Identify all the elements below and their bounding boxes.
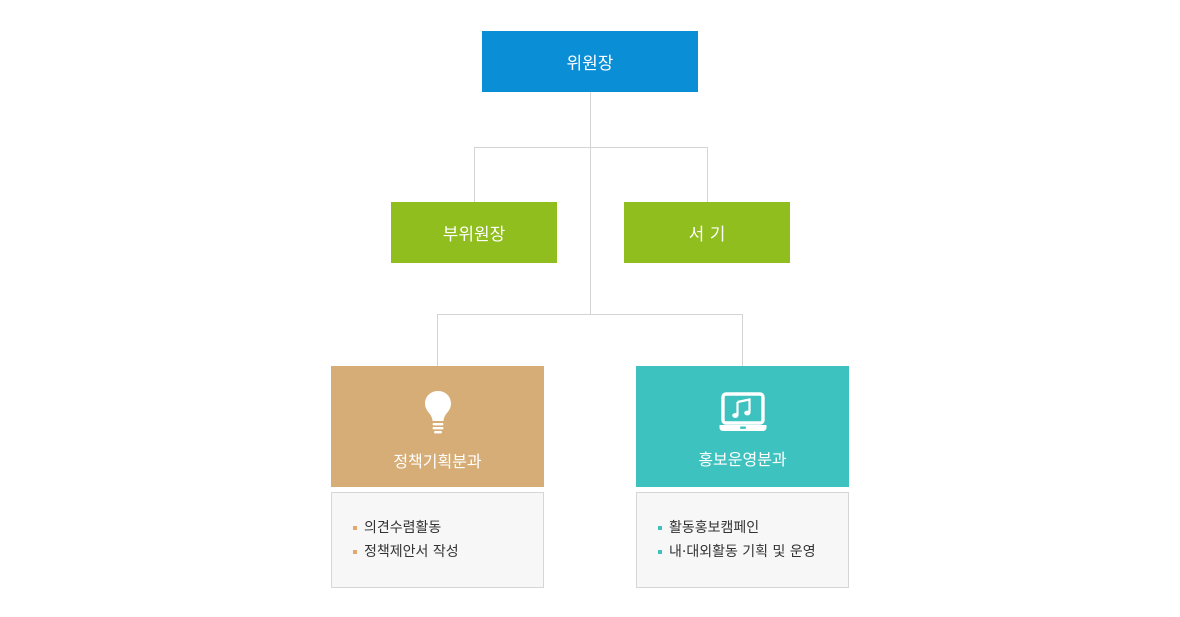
policy-division-node: 정책기획분과 [331,366,544,487]
connector-chair-trunk [590,92,591,314]
task-text: 내·대외활동 기획 및 운영 [669,544,816,560]
bullet-icon [658,526,662,530]
vice-chair-node: 부위원장 [391,202,557,263]
secretary-node: 서 기 [624,202,790,263]
vice-chair-label: 부위원장 [442,225,506,245]
policy-division-label: 정책기획분과 [393,452,482,471]
chair-label: 위원장 [566,54,614,74]
secretary-label: 서 기 [688,225,726,245]
task-text: 활동홍보캠페인 [669,520,760,536]
connector-mid-horizontal [474,147,708,148]
connector-bottom-horizontal [437,314,743,315]
connector-vice-drop [474,147,475,202]
task-text: 정책제안서 작성 [364,544,459,560]
pr-division-label: 홍보운영분과 [698,450,787,469]
task-text: 의견수렴활동 [364,520,442,536]
chair-node: 위원장 [482,31,698,92]
policy-task-list: 의견수렴활동 정책제안서 작성 [331,492,544,588]
connector-secretary-drop [707,147,708,202]
pr-division-node: 홍보운영분과 [636,366,849,487]
bullet-icon [353,550,357,554]
list-item: 내·대외활동 기획 및 운영 [658,540,848,564]
lightbulb-icon [424,391,451,434]
laptop-music-icon [719,392,766,431]
list-item: 정책제안서 작성 [353,540,543,564]
pr-task-list: 활동홍보캠페인 내·대외활동 기획 및 운영 [636,492,849,588]
bullet-icon [353,526,357,530]
list-item: 활동홍보캠페인 [658,516,848,540]
connector-policy-drop [437,314,438,366]
bullet-icon [658,550,662,554]
list-item: 의견수렴활동 [353,516,543,540]
connector-pr-drop [742,314,743,366]
